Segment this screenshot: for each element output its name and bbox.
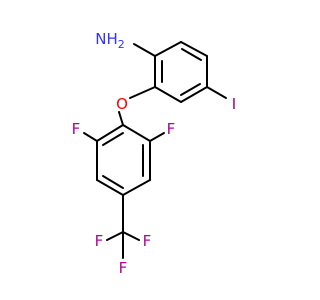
- bond-double: [180, 83, 201, 96]
- fluorine-cf3-left-label: F: [95, 232, 104, 250]
- fluorine-left-label: F: [72, 120, 81, 138]
- bond-double: [181, 48, 202, 61]
- bond: [96, 124, 124, 142]
- nh2-label: NH2: [95, 30, 125, 51]
- bond: [122, 179, 151, 196]
- iodine-label: I: [232, 95, 236, 113]
- bond: [133, 43, 156, 57]
- bond: [180, 41, 208, 57]
- bond: [154, 41, 182, 57]
- bond-double: [102, 175, 124, 189]
- bond: [129, 86, 156, 99]
- fluorine-right-label: F: [167, 120, 176, 138]
- bond: [180, 86, 208, 103]
- bond: [122, 231, 140, 241]
- molecule-structure: NH2 O I F F F F F: [72, 30, 237, 277]
- molecule-canvas: NH2 O I F F F F F: [72, 30, 237, 277]
- bond: [96, 179, 124, 196]
- bond: [122, 124, 151, 142]
- bond: [83, 132, 98, 142]
- bond: [118, 111, 124, 126]
- bond: [149, 132, 165, 142]
- bond-double: [102, 132, 124, 146]
- bond: [154, 86, 182, 103]
- oxygen-label: O: [116, 95, 128, 113]
- fluorine-cf3-bottom-label: F: [119, 259, 128, 277]
- fluorine-cf3-right-label: F: [143, 232, 152, 250]
- bond: [106, 231, 124, 241]
- bond: [206, 86, 227, 99]
